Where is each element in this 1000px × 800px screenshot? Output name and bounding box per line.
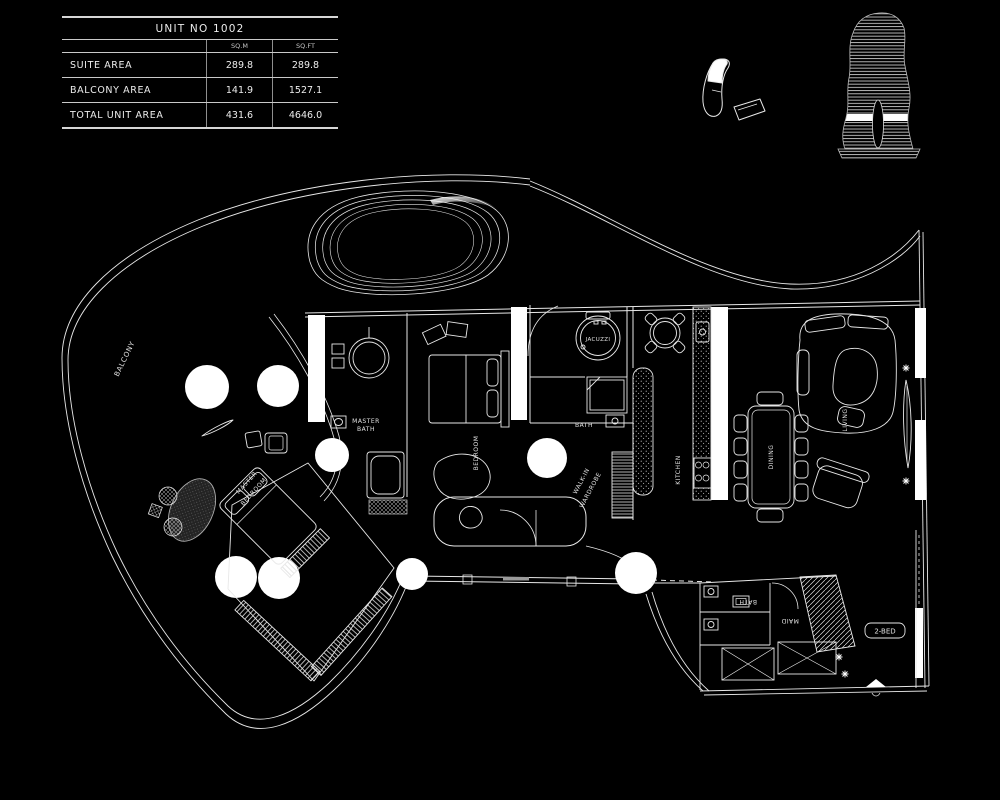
living-furniture [796,313,912,509]
terrace-spa [167,478,217,542]
row-label: TOTAL UNIT AREA [70,110,164,121]
column [185,365,229,409]
bed2-tag-box [864,622,906,639]
walk-in-wardrobe [611,451,634,519]
label-maid-bath: BATH [739,598,757,605]
deck-strip [234,599,321,682]
master-bath [330,327,408,515]
row-label: BALCONY AREA [70,85,152,96]
master-bedroom-wing [147,419,395,682]
label-master-bath: BATH [357,426,375,433]
label-dining: DINING [768,445,775,470]
row-sqm: 141.9 [206,78,272,102]
bed-bench [280,528,330,578]
dining-set [733,391,809,523]
window-tag-mark [503,577,529,581]
site-key-plan-icon [702,58,766,121]
sink [695,321,710,343]
table-row: BALCONY AREA 141.9 1527.1 [62,78,338,103]
entry-marker [866,679,886,687]
service-wing [652,530,917,697]
area-table: UNIT NO 1002 SQ.M SQ.FT SUITE AREA 289.8… [62,16,338,129]
stove [693,457,712,489]
plant [903,379,912,469]
row-sqft: 4646.0 [272,103,338,127]
timber-floor [799,574,856,653]
label-maid: MAID [781,617,799,624]
column [215,556,257,598]
col-header-sqm: SQ.M [206,40,272,52]
label-kitchen: KITCHEN [675,455,682,485]
armchair [812,457,870,509]
kitchen [632,306,712,501]
planter [201,419,234,437]
bath-fixtures [586,376,628,428]
row-sqm: 431.6 [206,103,272,127]
deck-strip [310,587,393,676]
column [257,365,299,407]
row-sqft: 289.8 [272,53,338,77]
label-2bed: 2-BED [874,628,895,636]
bedroom-furniture [421,321,510,529]
podium-outline-icon [733,98,766,121]
column [396,558,428,590]
label-bath: BATH [575,422,593,429]
row-label: SUITE AREA [70,60,133,71]
unit-title: UNIT NO 1002 [62,18,338,40]
table-row: SUITE AREA 289.8 289.8 [62,53,338,78]
column [527,438,567,478]
organic-canopy-feature [307,190,509,296]
label-master-bath: MASTER [352,418,380,425]
column [315,438,349,472]
row-sqft: 1527.1 [272,78,338,102]
col-header-sqft: SQ.FT [272,40,338,52]
label-balcony: BALCONY [113,340,137,378]
label-bedroom: BEDROOM [473,436,480,471]
structural-wall-fills [185,307,926,678]
interior-walls [268,300,921,604]
label-living: LIVING [842,408,849,431]
column [615,552,657,594]
table-header-row: SQ.M SQ.FT [62,40,338,53]
master-bed [219,467,330,578]
jacuzzi [575,311,621,361]
label-jacuzzi: JACUZZI [585,337,611,343]
building-elevation-icon [837,12,921,159]
row-sqm: 289.8 [206,53,272,77]
breakfast-table [644,312,686,354]
highlighted-tower-icon [707,58,728,84]
balcony-outer-boundary [61,174,930,729]
table-row: TOTAL UNIT AREA 431.6 4646.0 [62,103,338,127]
